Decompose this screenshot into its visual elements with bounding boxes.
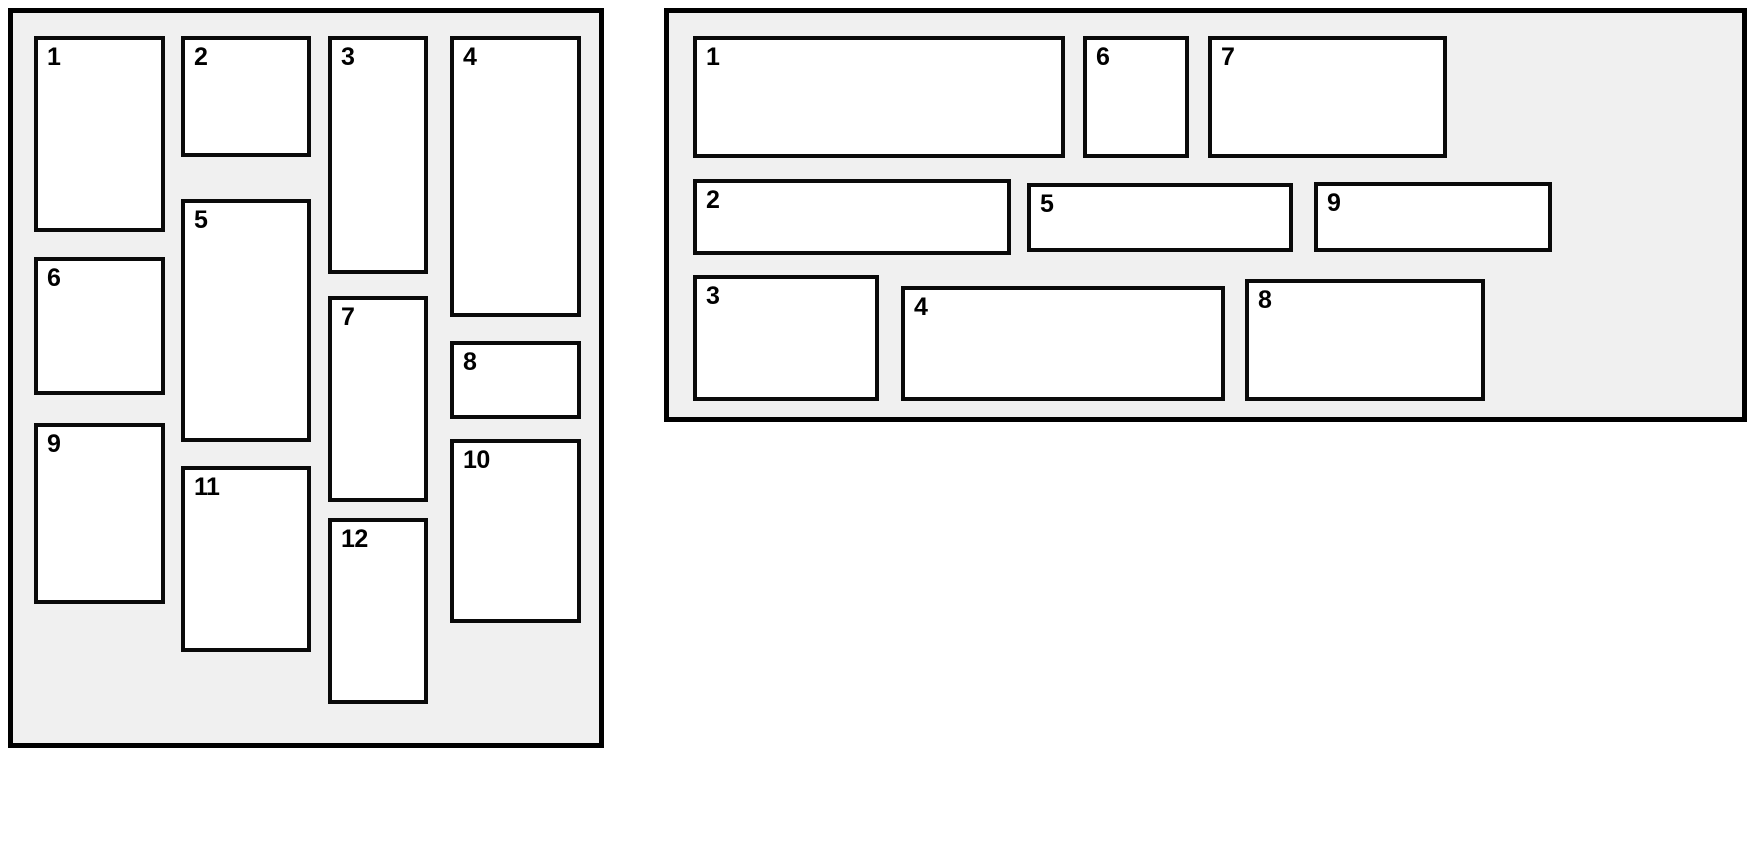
box-3[interactable]: 3 [328,36,428,274]
box-label-3: 3 [341,43,355,71]
box-label-2: 2 [194,43,208,71]
box-label-7: 7 [1221,43,1235,71]
box-label-4: 4 [463,43,477,71]
box-10[interactable]: 10 [450,439,581,623]
box-12[interactable]: 12 [328,518,428,704]
box-label-11: 11 [194,473,220,501]
box-label-12: 12 [341,525,368,553]
box-label-1: 1 [706,43,720,71]
box-2[interactable]: 2 [181,36,311,157]
box-label-4: 4 [914,293,928,321]
box-label-7: 7 [341,303,355,331]
box-label-2: 2 [706,186,720,214]
box-4[interactable]: 4 [901,286,1225,401]
box-1[interactable]: 1 [693,36,1065,158]
box-8[interactable]: 8 [450,341,581,419]
box-3[interactable]: 3 [693,275,879,401]
box-9[interactable]: 9 [34,423,165,604]
box-label-6: 6 [47,264,61,292]
box-label-9: 9 [1327,189,1341,217]
box-6[interactable]: 6 [1083,36,1189,158]
box-7[interactable]: 7 [328,296,428,502]
box-label-5: 5 [1040,190,1054,218]
box-7[interactable]: 7 [1208,36,1447,158]
box-label-3: 3 [706,282,720,310]
box-6[interactable]: 6 [34,257,165,395]
box-label-6: 6 [1096,43,1110,71]
right-panel: 1 6 7 2 5 9 3 4 8 [664,8,1747,422]
box-label-5: 5 [194,206,208,234]
box-5[interactable]: 5 [181,199,311,442]
box-label-1: 1 [47,43,61,71]
box-8[interactable]: 8 [1245,279,1485,401]
box-11[interactable]: 11 [181,466,311,652]
box-2[interactable]: 2 [693,179,1011,255]
box-4[interactable]: 4 [450,36,581,317]
box-9[interactable]: 9 [1314,182,1552,252]
box-1[interactable]: 1 [34,36,165,232]
box-label-8: 8 [1258,286,1272,314]
box-5[interactable]: 5 [1027,183,1293,252]
box-label-9: 9 [47,430,61,458]
box-label-8: 8 [463,348,477,376]
box-label-10: 10 [463,446,490,474]
